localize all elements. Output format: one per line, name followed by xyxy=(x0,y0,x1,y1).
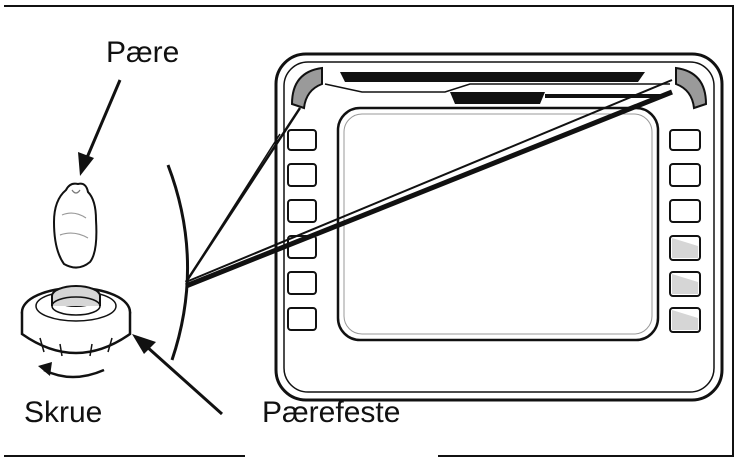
top-rail xyxy=(340,72,645,82)
arrow-to-bulb xyxy=(78,79,122,176)
oven-window xyxy=(336,106,660,342)
callout-lines xyxy=(184,79,673,289)
arrow-to-socket xyxy=(132,334,224,416)
oven-front xyxy=(274,52,724,402)
bulb-illustration xyxy=(52,182,98,269)
rotate-arrow-icon xyxy=(38,362,105,379)
right-rack-shading xyxy=(672,238,698,330)
top-rail-inner xyxy=(324,83,670,93)
bulb-icon xyxy=(52,182,98,269)
diagram-frame xyxy=(4,5,734,457)
right-lamp xyxy=(675,66,708,110)
zoom-arc xyxy=(166,164,190,361)
socket-illustration xyxy=(20,285,132,357)
screw-label: Skrue xyxy=(24,396,103,429)
top-vent xyxy=(450,92,545,104)
left-lamp xyxy=(290,66,323,110)
bulb-label: Pære xyxy=(106,36,180,69)
socket-label: Pærefeste xyxy=(262,396,401,429)
